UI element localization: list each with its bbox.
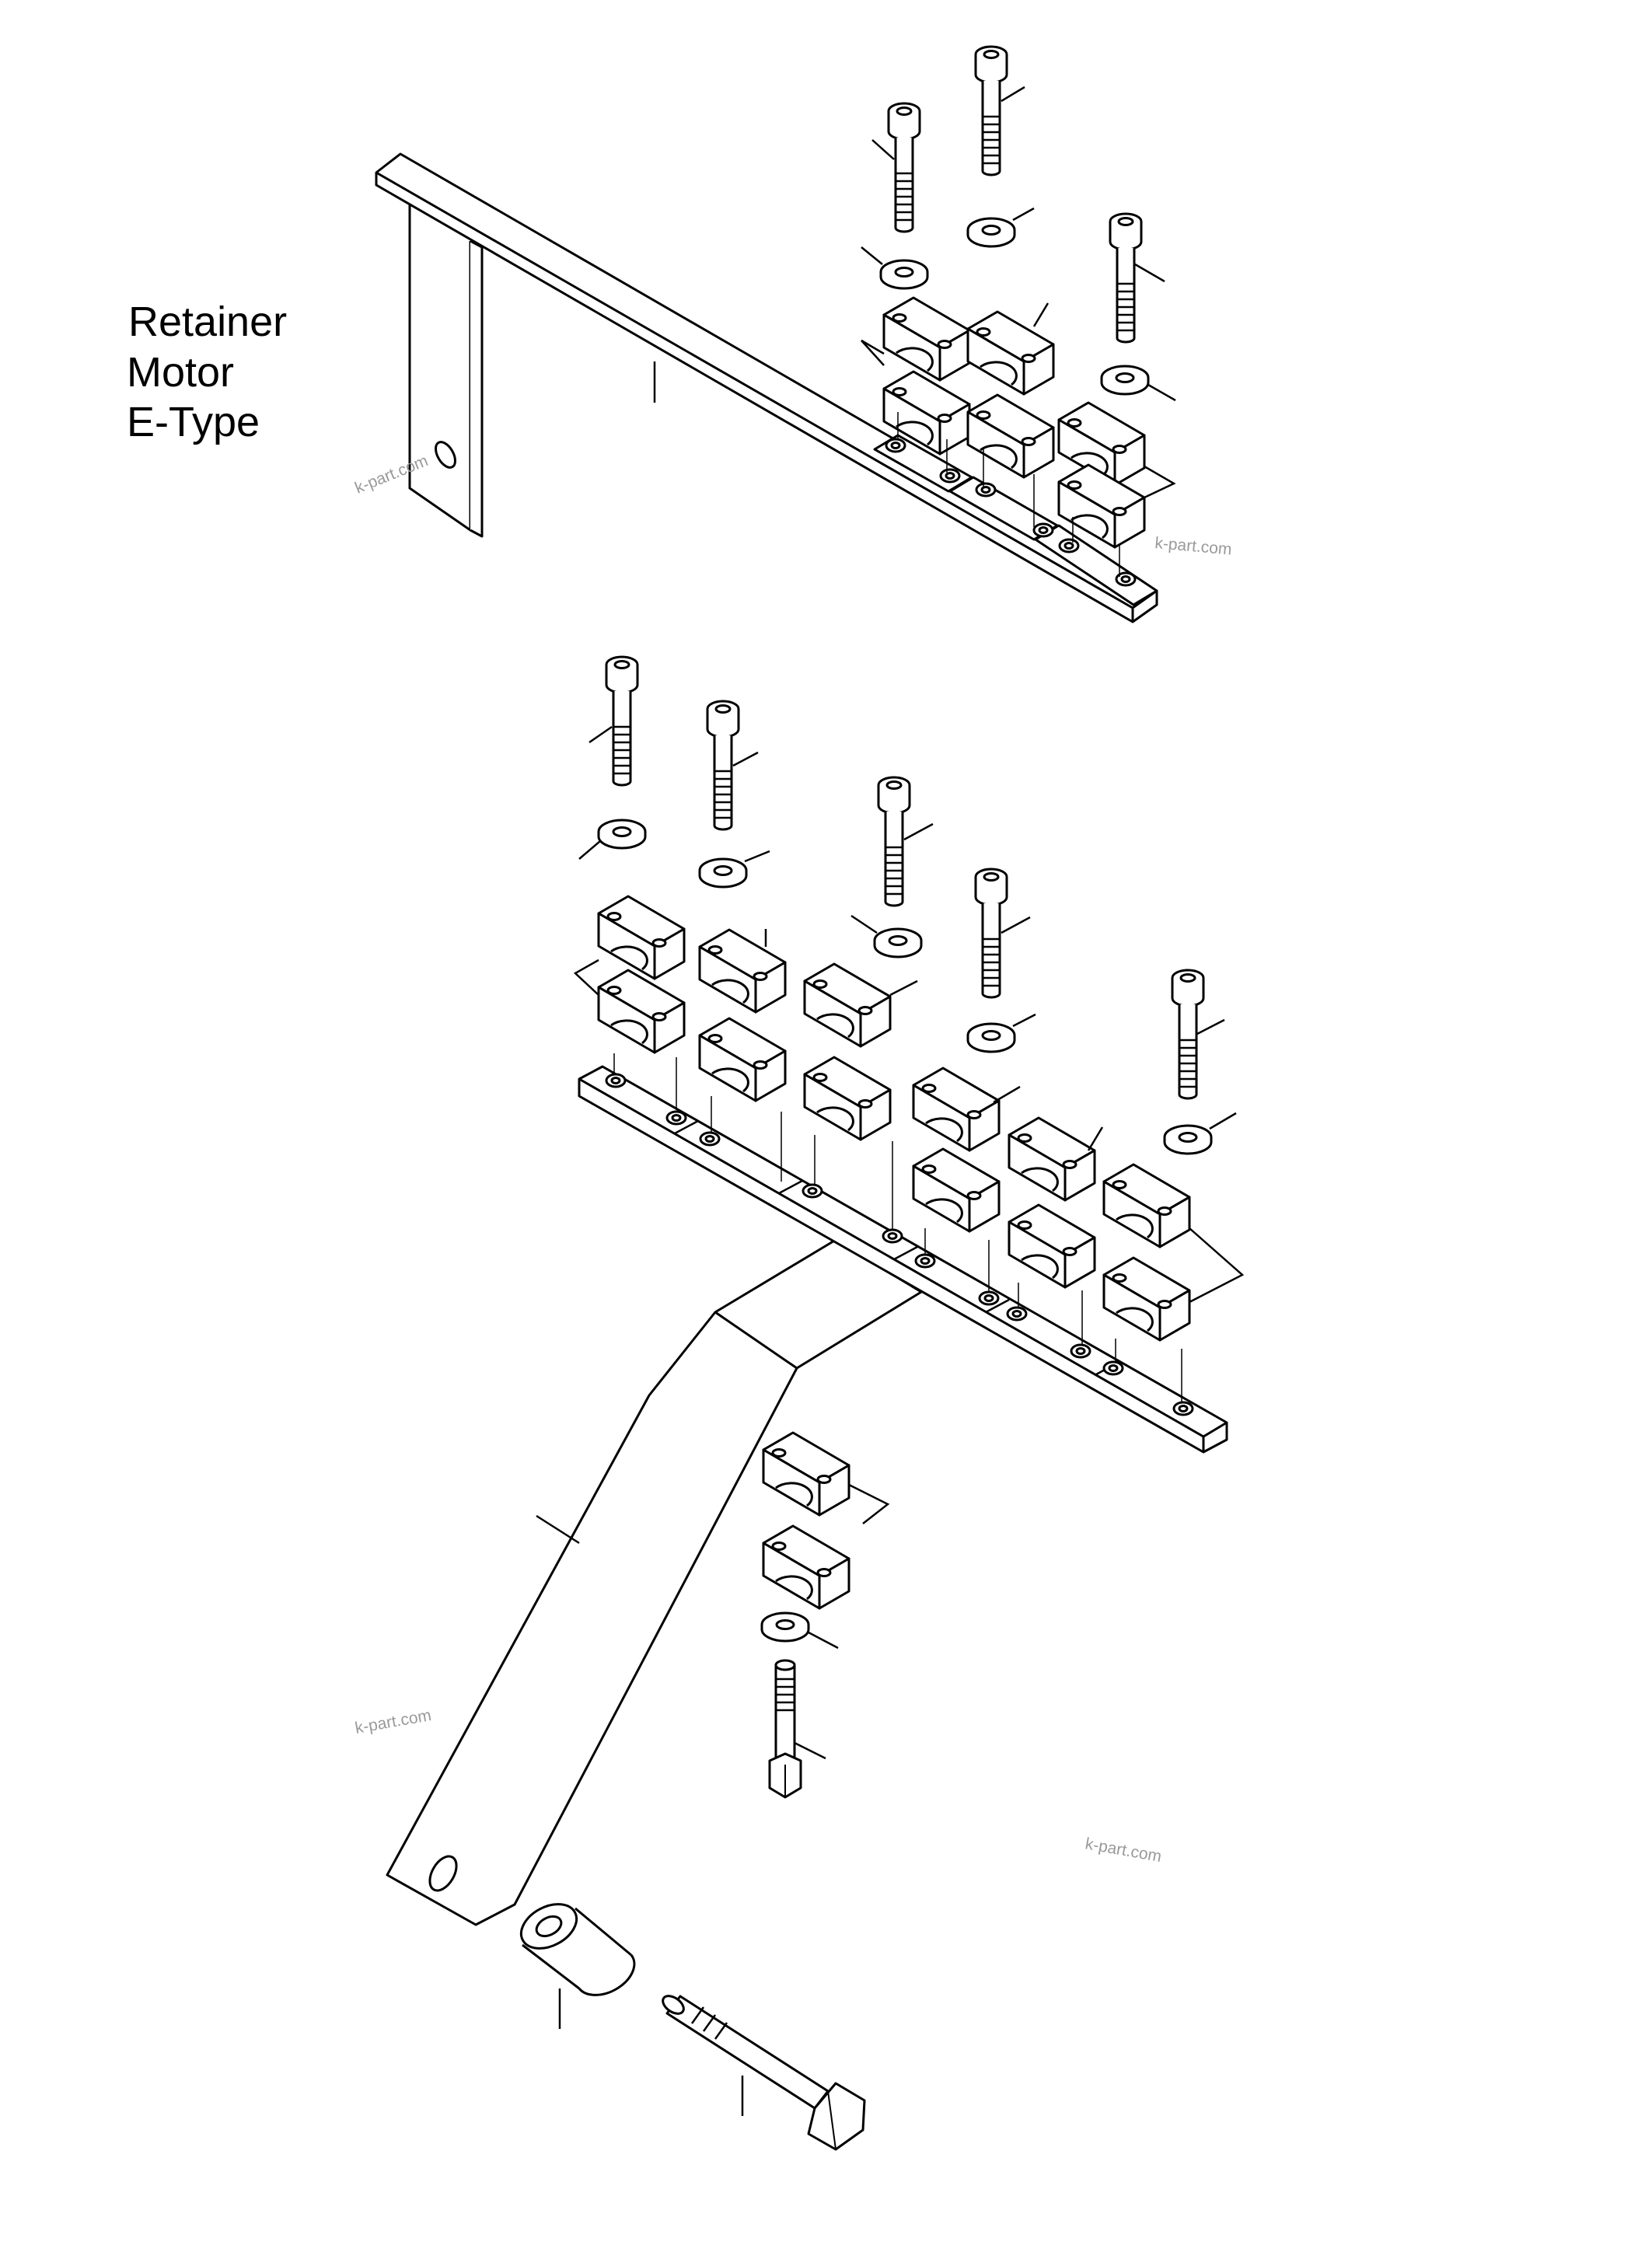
spacer-sleeve bbox=[519, 1903, 636, 1996]
upper-clamp-bottom-2 bbox=[966, 393, 1055, 479]
upper-bolt-2 bbox=[974, 45, 1008, 176]
lower-washer-6 bbox=[760, 1611, 810, 1643]
diagram-title: Retainer Motor E-Type bbox=[127, 299, 287, 445]
upper-washer-2 bbox=[966, 217, 1016, 248]
upper-washer-3 bbox=[1100, 365, 1150, 396]
upper-assembly: k-part.com k-part.com bbox=[352, 45, 1233, 623]
upper-bracket-leg bbox=[408, 201, 472, 532]
title-line-2: Motor bbox=[127, 349, 234, 396]
lower-clamp-separate-top bbox=[762, 1431, 850, 1517]
lower-assembly: k-part.com k-part.com bbox=[354, 655, 1245, 2151]
lower-clamp-bottom-6 bbox=[1102, 1256, 1191, 1342]
watermark-2: k-part.com bbox=[1154, 534, 1233, 559]
watermark-3: k-part.com bbox=[354, 1706, 433, 1737]
upper-clamp-top-2 bbox=[966, 310, 1055, 396]
lower-bolt-1 bbox=[605, 655, 639, 787]
lower-clamp-bottom-4 bbox=[912, 1147, 1001, 1233]
lower-washer-3 bbox=[873, 927, 923, 958]
upper-bolt-1 bbox=[887, 102, 921, 233]
lower-clamp-bottom-1 bbox=[597, 969, 686, 1054]
lower-clamp-top-3 bbox=[803, 962, 892, 1048]
upper-rail bbox=[375, 152, 1158, 623]
lower-clamp-top-5 bbox=[1008, 1116, 1096, 1202]
lower-bolt-3 bbox=[877, 776, 911, 907]
lower-clamp-top-1 bbox=[597, 895, 686, 980]
upper-bracket-hole bbox=[435, 441, 456, 469]
lower-clamp-bottom-3 bbox=[803, 1056, 892, 1141]
lower-clamp-bottom-2 bbox=[698, 1017, 787, 1102]
lower-washer-5 bbox=[1163, 1124, 1213, 1155]
lower-washer-4 bbox=[966, 1022, 1016, 1053]
lower-clamp-top-6 bbox=[1102, 1163, 1191, 1248]
title-line-1: Retainer bbox=[128, 299, 287, 345]
lower-hex-bolt-vertical bbox=[768, 1659, 802, 1799]
lower-hex-bolt-diagonal bbox=[662, 1995, 866, 2151]
lower-washer-2 bbox=[698, 857, 748, 889]
lower-washer-1 bbox=[597, 819, 647, 850]
lower-clamp-bottom-5 bbox=[1008, 1203, 1096, 1289]
lower-clamp-top-2 bbox=[698, 928, 787, 1014]
lower-rail bbox=[578, 1065, 1228, 1454]
lower-bracket-hole bbox=[428, 1855, 458, 1892]
lower-bolt-5 bbox=[1171, 969, 1205, 1100]
upper-clamp-top-1 bbox=[882, 296, 971, 382]
lower-clamp-top-4 bbox=[912, 1067, 1001, 1152]
lower-clamp-separate-bottom bbox=[762, 1524, 850, 1610]
upper-bolt-3 bbox=[1109, 212, 1143, 344]
watermark-4: k-part.com bbox=[1084, 1835, 1163, 1866]
upper-washer-1 bbox=[879, 259, 929, 290]
title-line-3: E-Type bbox=[127, 399, 260, 445]
